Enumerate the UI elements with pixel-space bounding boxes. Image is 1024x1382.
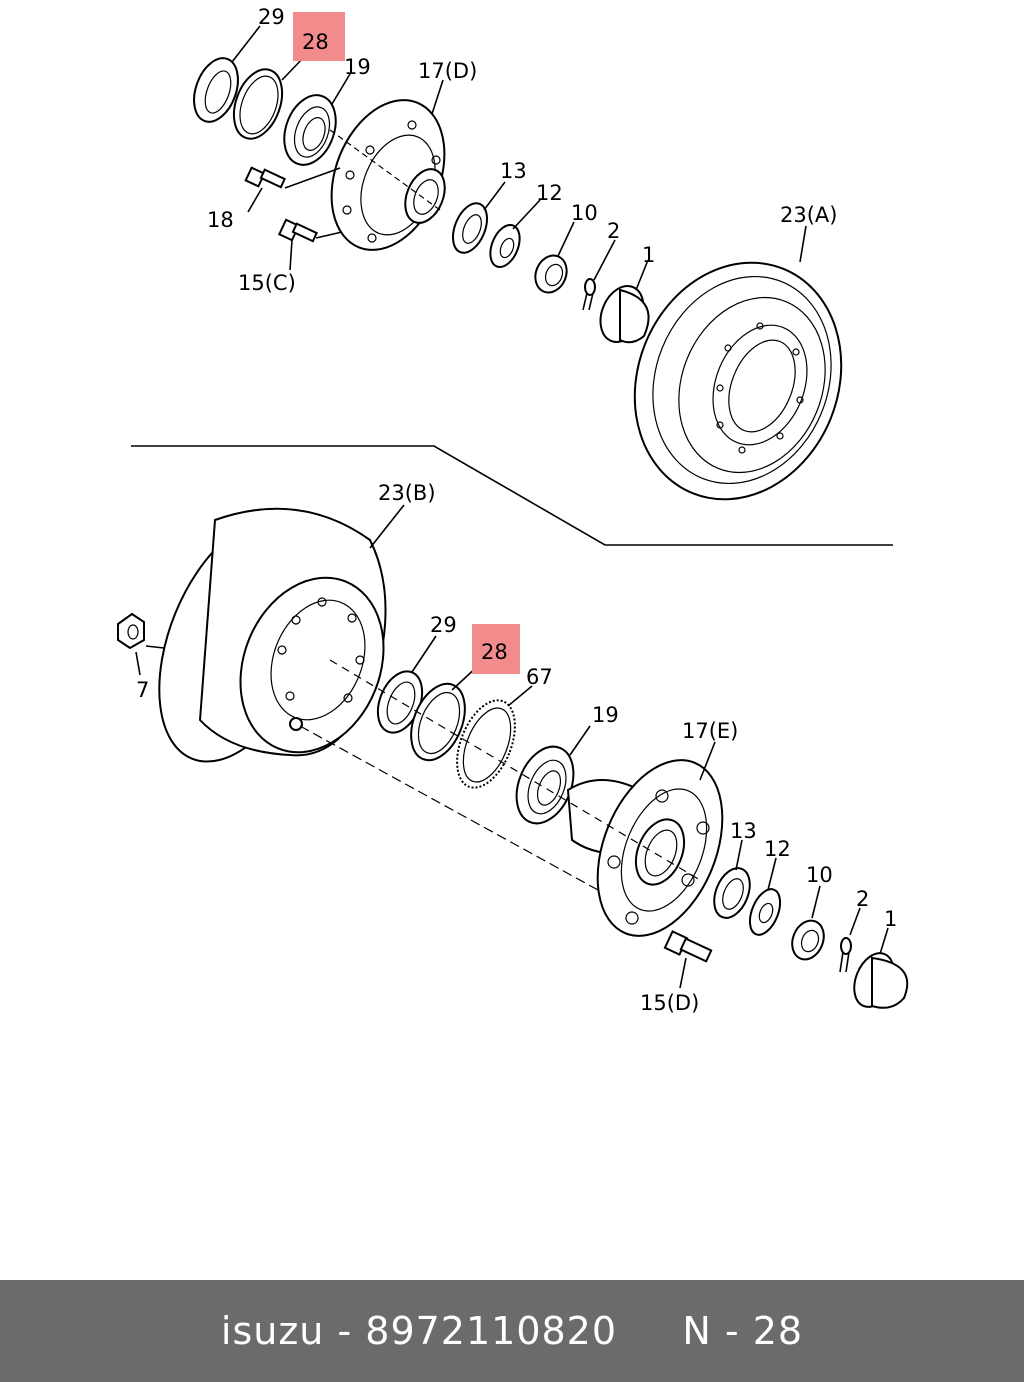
lower-leader-lines: [135, 504, 889, 989]
highlight-box-28-lower: [472, 624, 520, 674]
part-18-bolt: [244, 166, 286, 189]
label-2-upper: 2: [607, 219, 620, 243]
label-12-lower: 12: [764, 837, 791, 861]
exploded-parts-diagram: 29 28 19 17(D) 18 15(C) 13 12 10 2 1 23(…: [117, 5, 909, 1015]
label-1-upper: 1: [642, 243, 655, 267]
label-10-lower: 10: [806, 863, 833, 887]
label-19-upper: 19: [344, 55, 371, 79]
part-12-washer-lower: [748, 888, 782, 936]
part-2-cotter-pin-lower: [839, 937, 852, 973]
label-2-lower: 2: [856, 887, 869, 911]
part-12-washer: [489, 224, 521, 268]
label-15C: 15(C): [238, 271, 296, 295]
lower-assembly: 23(B) 7 29 28 67 19 17(E) 13 12 10 2 1 1…: [117, 481, 909, 1015]
part-13-bearing: [452, 202, 488, 254]
part-1-hub-cap-lower: [853, 952, 909, 1009]
part-10-castle-nut-lower: [791, 919, 825, 961]
part-67-tone-ring: [456, 699, 516, 789]
part-2-cotter-pin: [582, 278, 596, 311]
label-17E: 17(E): [682, 719, 738, 743]
part-number-footer: isuzu - 8972110820 N - 28: [0, 1280, 1024, 1382]
part-28-ring: [232, 68, 284, 140]
section-divider-line: [131, 445, 893, 546]
label-28-upper: 28: [302, 30, 329, 54]
label-18: 18: [207, 208, 234, 232]
upper-assembly: 29 28 19 17(D) 18 15(C) 13 12 10 2 1 23(…: [193, 5, 843, 501]
label-13-lower: 13: [730, 819, 757, 843]
part-17D-hub: [330, 99, 446, 251]
label-67: 67: [526, 665, 553, 689]
part-29-seal-ring: [193, 57, 239, 123]
label-7: 7: [136, 678, 149, 702]
label-23A: 23(A): [780, 203, 837, 227]
footer-text: isuzu - 8972110820 N - 28: [220, 1309, 804, 1353]
label-23B: 23(B): [378, 481, 436, 505]
part-23B-brake-drum: [158, 507, 387, 763]
part-15C-stud: [277, 218, 318, 243]
part-7-wheel-nut: [117, 612, 145, 650]
part-17E-hub: [566, 759, 724, 937]
label-29-lower: 29: [430, 613, 457, 637]
label-17D: 17(D): [418, 59, 477, 83]
part-10-castle-nut: [534, 254, 568, 294]
part-13-bearing-lower: [713, 867, 751, 919]
label-28-lower: 28: [481, 640, 508, 664]
label-12-upper: 12: [536, 181, 563, 205]
highlight-box-28-upper: [293, 12, 345, 61]
label-13-upper: 13: [500, 159, 527, 183]
part-1-hub-cap: [599, 285, 650, 344]
part-15D-stud: [663, 930, 713, 963]
label-19-lower: 19: [592, 703, 619, 727]
part-19-bearing: [283, 94, 337, 166]
label-15D: 15(D): [640, 991, 699, 1015]
label-1-lower: 1: [884, 907, 897, 931]
label-29-upper: 29: [258, 5, 285, 29]
part-28-ring-lower: [410, 682, 466, 762]
part-23A-brake-drum: [633, 261, 843, 501]
label-10-upper: 10: [571, 201, 598, 225]
